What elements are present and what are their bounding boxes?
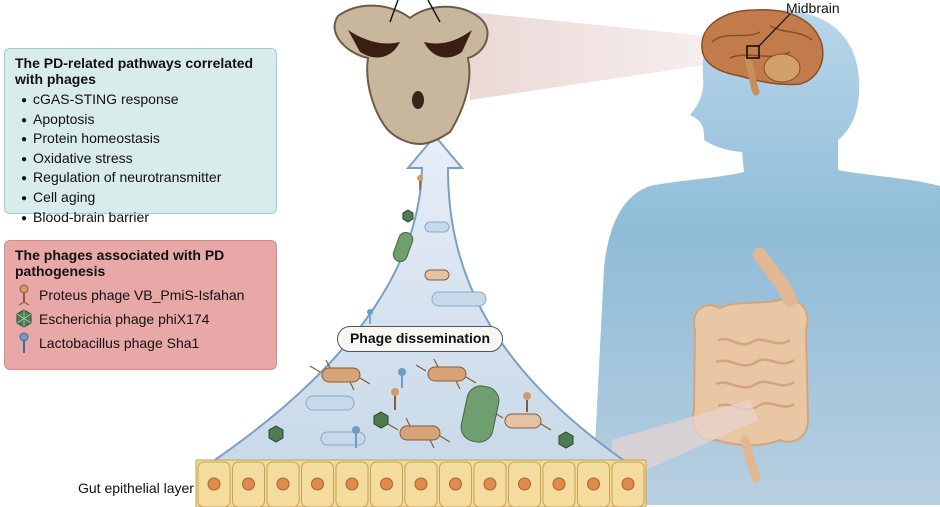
pathways-panel: The PD-related pathways correlated with … <box>4 48 277 225</box>
bacterium-capsule <box>424 221 450 233</box>
cell-nucleus <box>587 477 600 491</box>
gut-epithelial-layer-label: Gut epithelial layer <box>78 480 194 496</box>
phix174-phage <box>558 431 574 449</box>
pathways-list: cGAS-STING response Apoptosis Protein ho… <box>15 91 266 228</box>
icosahedral-phage-icon <box>16 309 32 328</box>
gut-epithelial-layer <box>195 459 647 507</box>
phage-item: Escherichia phage phiX174 <box>15 307 266 331</box>
bacterium-rod <box>424 269 450 281</box>
tailed-phage-icon <box>18 284 30 306</box>
midbrain-projection-beam <box>470 12 752 100</box>
cell-nucleus <box>518 477 531 491</box>
phage-label: Proteus phage VB_PmiS-Isfahan <box>39 287 245 303</box>
isfahan-phage <box>391 388 399 410</box>
gut-microbes <box>268 175 574 449</box>
midbrain-cross-section <box>333 0 489 146</box>
bacterium-capsule <box>320 431 366 446</box>
cell-nucleus <box>414 477 428 491</box>
phix174-phage <box>402 209 414 223</box>
brain-illustration <box>701 9 824 96</box>
phix174-phage <box>268 425 284 443</box>
isfahan-phage <box>417 175 423 190</box>
pathways-title: The PD-related pathways correlated with … <box>15 55 254 87</box>
bacterium-green <box>392 231 414 263</box>
cell-nucleus <box>552 477 566 491</box>
cell-nucleus <box>449 477 462 491</box>
sha1-phage <box>352 426 360 448</box>
phage-label: Lactobacillus phage Sha1 <box>39 335 200 351</box>
pathway-item: Cell aging <box>15 189 266 209</box>
bacterium-rod <box>387 417 451 449</box>
cell-nucleus <box>276 477 290 491</box>
cell-nucleus <box>483 477 497 491</box>
cell-nucleus <box>311 477 324 491</box>
phages-panel: The phages associated with PD pathogenes… <box>4 240 277 370</box>
midbrain-marker <box>746 45 760 59</box>
pathway-item: Protein homeostasis <box>15 130 266 150</box>
pathway-item: Regulation of neurotransmitter <box>15 169 266 189</box>
pathway-item: Apoptosis <box>15 111 266 131</box>
cell-nucleus <box>207 477 221 491</box>
cell-nucleus <box>621 477 635 491</box>
bacterium-rod <box>309 359 371 391</box>
sha1-phage <box>367 309 373 324</box>
phix174-phage <box>373 411 389 429</box>
phage-item: Proteus phage VB_PmiS-Isfahan <box>15 283 266 307</box>
phage-dissemination-label: Phage dissemination <box>337 326 503 352</box>
bacterium-capsule <box>431 291 487 307</box>
bacterium-green <box>460 385 500 443</box>
phages-title: The phages associated with PD pathogenes… <box>15 247 225 279</box>
sha1-phage <box>398 368 406 388</box>
phage-label: Escherichia phage phiX174 <box>39 311 210 327</box>
gut-projection-beam <box>612 400 758 485</box>
bacterium-rod <box>415 358 477 390</box>
cell-nucleus <box>380 477 393 491</box>
cell-nucleus <box>242 477 255 491</box>
midbrain-label: Midbrain <box>786 0 840 16</box>
pathway-item: Oxidative stress <box>15 150 266 170</box>
slender-phage-icon <box>19 332 29 353</box>
phages-list: Proteus phage VB_PmiS-Isfahan Escherichi… <box>15 283 266 355</box>
pathway-item: Blood-brain barrier <box>15 209 266 229</box>
cell-nucleus <box>345 477 359 491</box>
phage-item: Lactobacillus phage Sha1 <box>15 331 266 355</box>
bacterium-capsule <box>305 395 355 411</box>
isfahan-phage <box>523 392 531 412</box>
pathway-item: cGAS-STING response <box>15 91 266 111</box>
